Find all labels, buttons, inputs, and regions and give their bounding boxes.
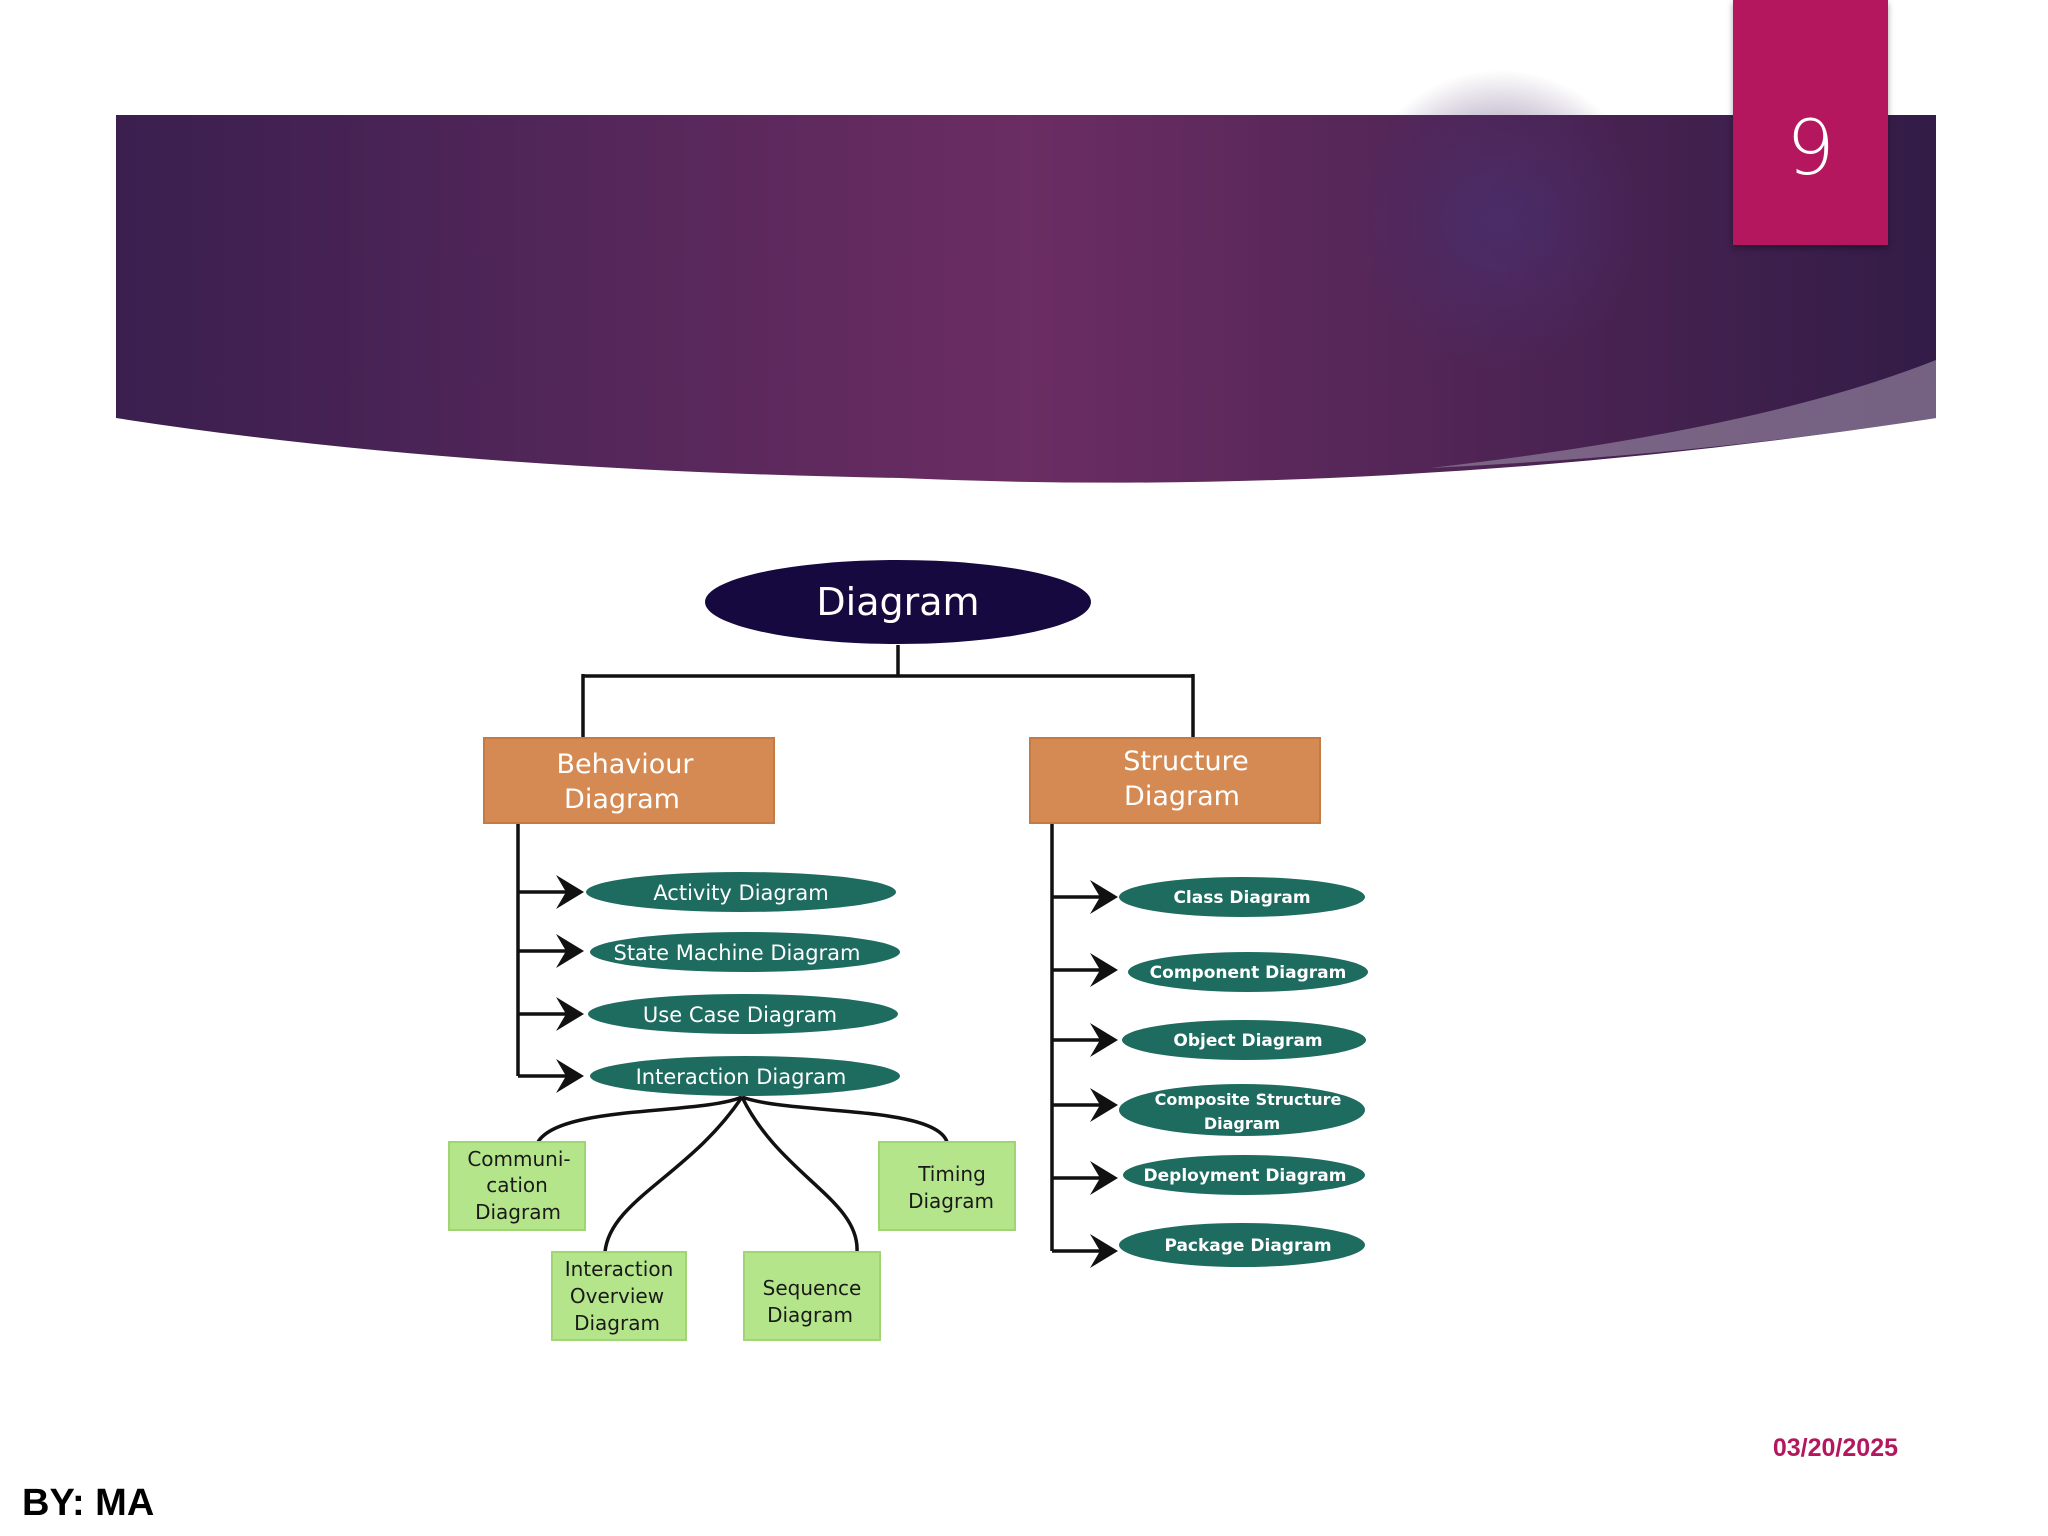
child-label-line2: Diagram [767, 1303, 853, 1327]
structure-diagram-node: Structure Diagram [1029, 737, 1321, 824]
root-node: Diagram [705, 560, 1091, 644]
structure-item-class: Class Diagram [1119, 877, 1365, 917]
structure-item-label: Deployment Diagram [1144, 1166, 1347, 1186]
interaction-child-interaction-overview: Interaction Overview Diagram [551, 1251, 687, 1341]
connector-structure-branches [1052, 895, 1110, 1253]
child-label-line1: Communi- [467, 1147, 570, 1171]
behaviour-item-interaction: Interaction Diagram [590, 1056, 900, 1096]
behaviour-item-label: Use Case Diagram [643, 1003, 837, 1027]
behaviour-item-label: Activity Diagram [653, 881, 828, 905]
structure-item-label: Object Diagram [1173, 1031, 1322, 1051]
arrowhead [556, 997, 584, 1031]
child-label-line1: Interaction [565, 1257, 674, 1281]
curve-sequence [740, 1096, 859, 1253]
banner-highlight [1430, 360, 1936, 468]
arrowhead [1090, 953, 1118, 987]
interaction-child-communication: Communi- cation Diagram [448, 1141, 586, 1231]
child-label-line2: Diagram [908, 1189, 994, 1213]
structure-item-component: Component Diagram [1128, 952, 1368, 992]
behaviour-diagram-node: Behaviour Diagram [483, 737, 775, 824]
curve-communication [536, 1095, 743, 1144]
structure-label-line2: Diagram [1124, 781, 1240, 812]
slide-number: 9 [1786, 103, 1835, 192]
connector-behaviour-branches [518, 890, 575, 1078]
interaction-child-timing: Timing Diagram [878, 1141, 1016, 1231]
slide-date: 03/20/2025 [1772, 1434, 1898, 1462]
child-label-line2: Overview [570, 1284, 664, 1308]
behaviour-item-state-machine: State Machine Diagram [590, 932, 900, 972]
behaviour-item-label: Interaction Diagram [636, 1065, 847, 1089]
structure-item-label-line2: Diagram [1204, 1114, 1280, 1133]
child-label-line3: Diagram [574, 1311, 660, 1335]
arrowhead [1090, 1161, 1118, 1195]
arrowhead [556, 875, 584, 909]
arrowhead [1090, 1234, 1118, 1268]
arrowhead [1090, 880, 1118, 914]
structure-item-label: Package Diagram [1164, 1236, 1331, 1256]
slide-number-badge: 9 [1733, 0, 1888, 245]
structure-label-line1: Structure [1123, 746, 1249, 777]
arrowhead [1090, 1023, 1118, 1057]
behaviour-item-use-case: Use Case Diagram [588, 994, 898, 1034]
behaviour-label-line2: Diagram [564, 784, 680, 815]
arrowhead [556, 1059, 584, 1093]
structure-item-composite-structure: Composite Structure Diagram [1119, 1084, 1365, 1136]
root-label: Diagram [816, 580, 979, 624]
title-banner [116, 70, 1936, 483]
behaviour-item-activity: Activity Diagram [586, 872, 896, 912]
structure-item-deployment: Deployment Diagram [1123, 1155, 1365, 1195]
slide-author: BY: MA [22, 1482, 155, 1524]
behaviour-label-line1: Behaviour [556, 749, 694, 780]
child-label-line1: Sequence [763, 1276, 862, 1300]
structure-item-package: Package Diagram [1119, 1223, 1365, 1267]
interaction-child-sequence: Sequence Diagram [743, 1251, 881, 1341]
connector-root [581, 645, 1195, 738]
structure-item-label-line1: Composite Structure [1155, 1090, 1342, 1109]
curve-timing [741, 1095, 949, 1143]
arrowhead [1090, 1088, 1118, 1122]
child-label-line2: cation [486, 1173, 548, 1197]
arrowhead [556, 934, 584, 968]
structure-item-label: Class Diagram [1173, 888, 1310, 908]
behaviour-item-label: State Machine Diagram [613, 941, 860, 965]
structure-item-label: Component Diagram [1150, 963, 1347, 983]
child-label-line3: Diagram [475, 1200, 561, 1224]
curve-interaction-overview [603, 1096, 744, 1253]
child-label-line1: Timing [917, 1162, 986, 1186]
structure-item-object: Object Diagram [1122, 1020, 1366, 1060]
